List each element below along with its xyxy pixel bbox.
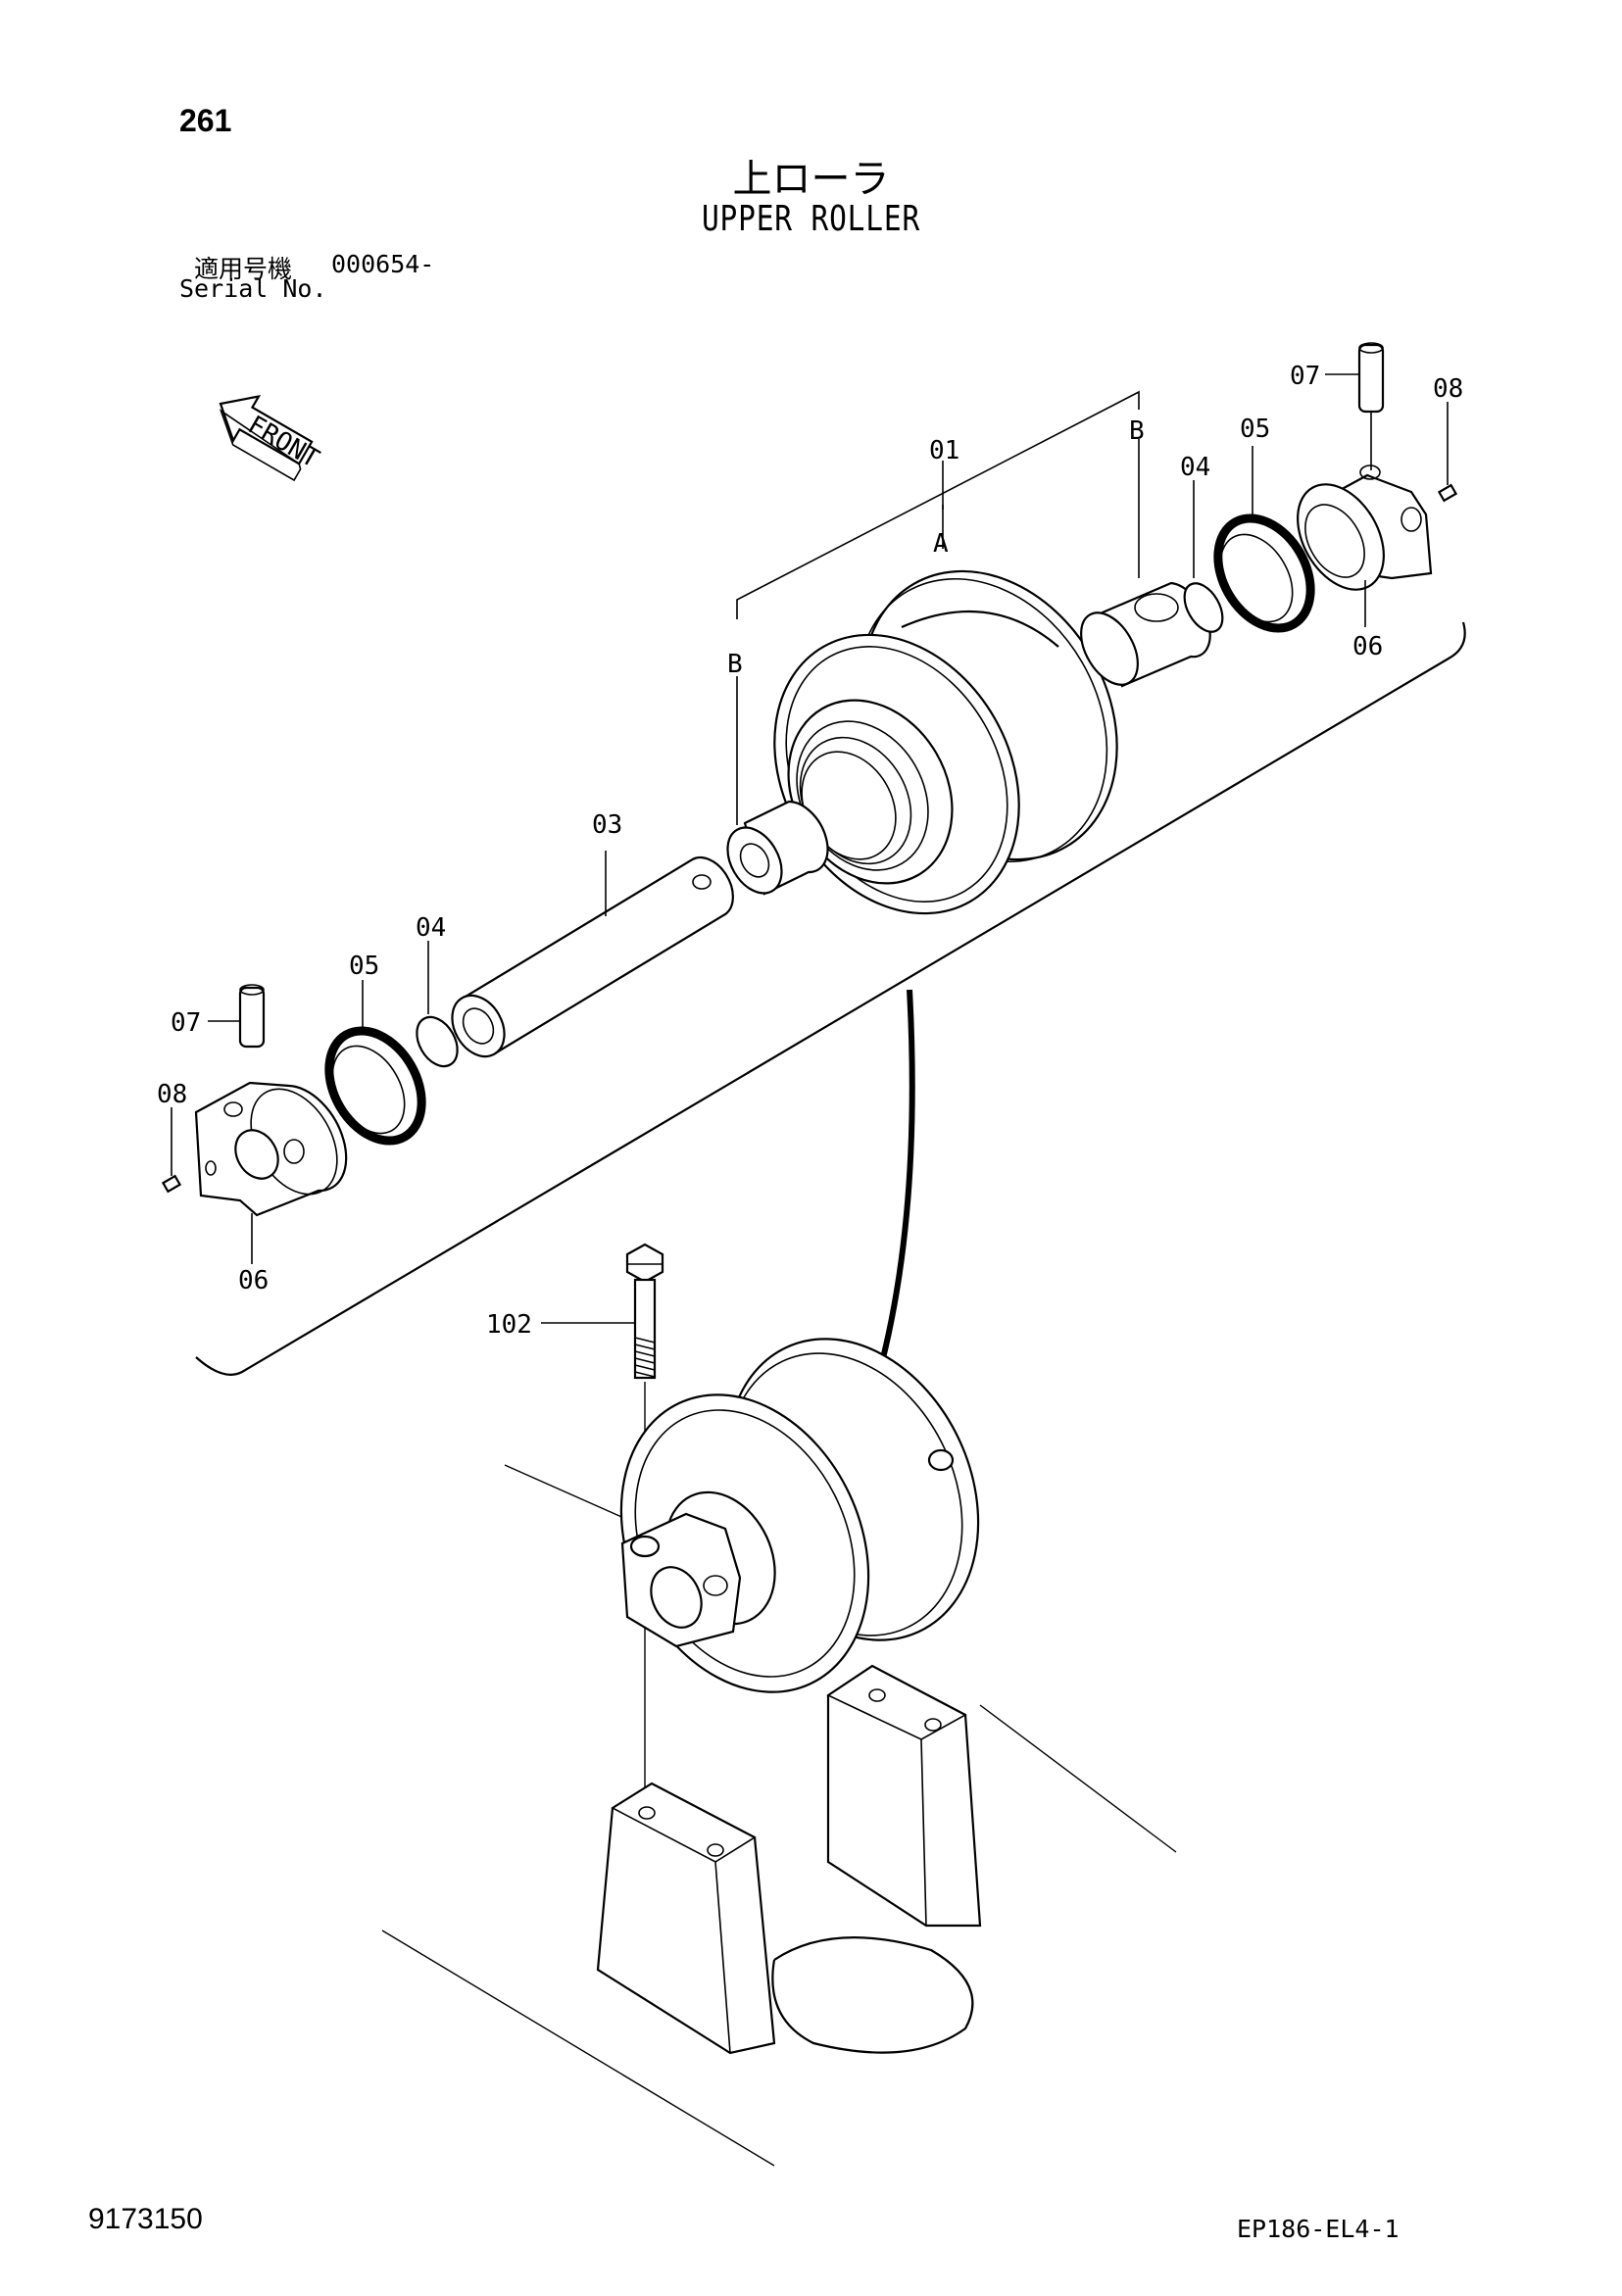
page-title: UPPER ROLLER bbox=[701, 199, 921, 239]
mounting-pedestal-rear bbox=[826, 1664, 982, 1928]
page-title-japanese: 上ローラ bbox=[732, 157, 890, 202]
exploded-view-frame bbox=[195, 621, 1466, 1376]
callout-05-right: 05 bbox=[1240, 415, 1270, 444]
group-letter-b-right: B bbox=[1129, 416, 1145, 446]
callout-05-left: 05 bbox=[349, 952, 379, 981]
group-letter-a: A bbox=[933, 529, 949, 559]
screw-left bbox=[161, 1174, 182, 1194]
page-number: 261 bbox=[179, 103, 232, 138]
figure-code: EP186-EL4-1 bbox=[1237, 2215, 1400, 2243]
bushing-right bbox=[1080, 581, 1211, 688]
serial-label-japanese: 適用号機 bbox=[194, 255, 293, 283]
callout-102: 102 bbox=[486, 1310, 532, 1340]
screw-right bbox=[1437, 483, 1458, 503]
callout-06-left: 06 bbox=[238, 1266, 269, 1295]
bracket-right bbox=[1297, 464, 1433, 591]
callout-08-right: 08 bbox=[1433, 374, 1463, 404]
frame-cutout bbox=[771, 1936, 974, 2054]
floating-seal-right bbox=[1213, 513, 1315, 633]
serial-label: Serial No. bbox=[179, 274, 327, 303]
callout-01: 01 bbox=[929, 436, 959, 465]
pin-right bbox=[1357, 342, 1385, 470]
group-letter-b-left: B bbox=[727, 650, 743, 679]
callout-08-left: 08 bbox=[157, 1080, 187, 1109]
bracket-left bbox=[194, 1081, 348, 1217]
bushing-left bbox=[726, 800, 829, 896]
callout-06-right: 06 bbox=[1352, 632, 1383, 661]
mounting-pedestal-front bbox=[596, 1782, 776, 2055]
assembled-roller bbox=[619, 1338, 980, 1693]
callout-04-right: 04 bbox=[1180, 453, 1210, 482]
group-leader-lines bbox=[736, 390, 1140, 825]
callout-07-right: 07 bbox=[1290, 362, 1320, 391]
bolt bbox=[625, 1243, 664, 1793]
front-arrow-icon: FRONT bbox=[219, 394, 324, 482]
pin-left bbox=[238, 984, 266, 1049]
assembly-pointer-line bbox=[879, 989, 915, 1363]
roller-body bbox=[773, 569, 1118, 915]
frame-reference-lines bbox=[381, 1464, 1177, 2167]
shaft bbox=[451, 856, 734, 1058]
o-ring-left bbox=[416, 1015, 459, 1068]
callout-07-left: 07 bbox=[171, 1008, 201, 1038]
front-label: FRONT bbox=[243, 411, 324, 474]
floating-seal-left bbox=[324, 1026, 426, 1146]
callout-04-left: 04 bbox=[416, 913, 446, 943]
catalog-number: 9173150 bbox=[88, 2203, 203, 2235]
serial-number: 000654- bbox=[331, 250, 435, 278]
callout-03: 03 bbox=[592, 810, 622, 840]
o-ring-right bbox=[1183, 582, 1224, 633]
